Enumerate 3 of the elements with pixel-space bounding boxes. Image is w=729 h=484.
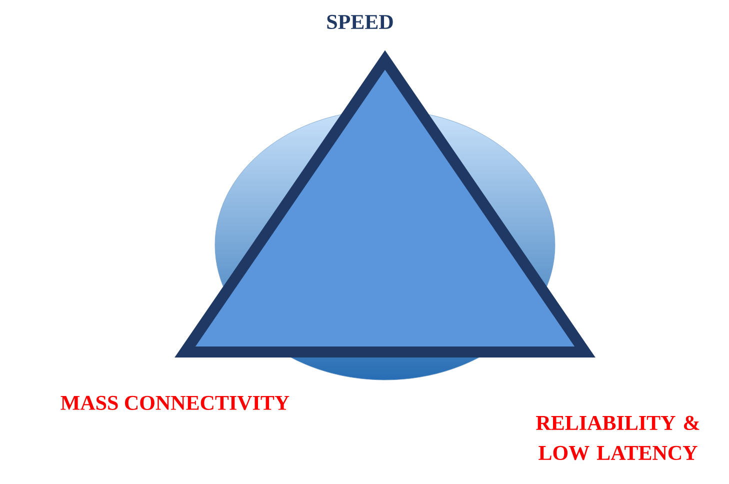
label-text: SPEED: [327, 14, 393, 30]
label-text: RELIABILITY & LOW LATENCY: [536, 416, 700, 460]
label-text: MASS CONNECTIVITY: [60, 396, 290, 410]
